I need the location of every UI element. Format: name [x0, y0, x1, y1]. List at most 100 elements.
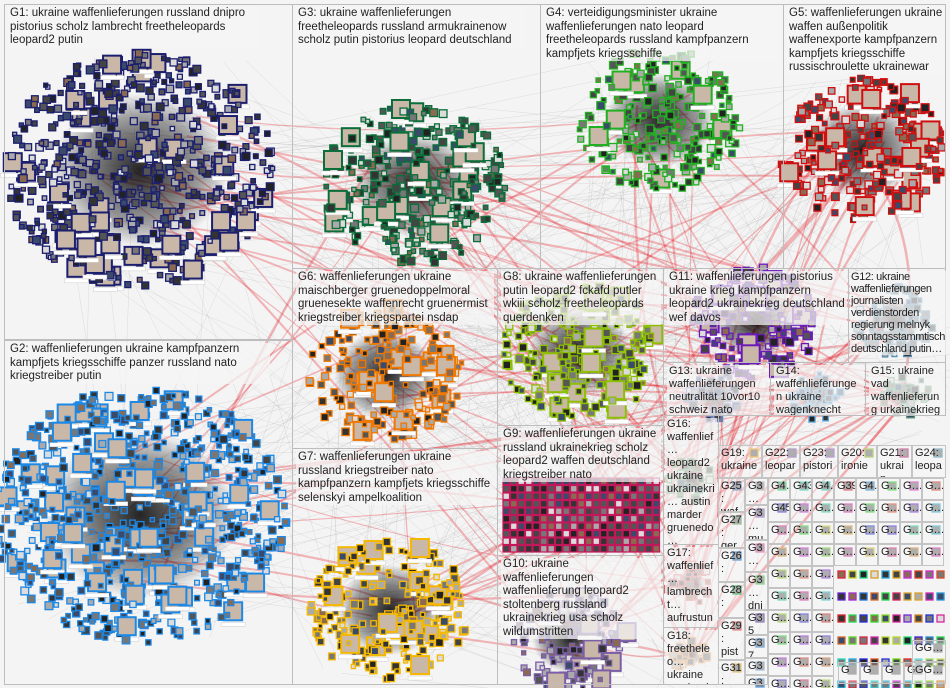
small-group-box[interactable]: G… [922, 544, 944, 566]
group-box-g7[interactable]: G7: waffenlieferungen ukraine russland k… [292, 448, 498, 685]
small-group-box[interactable]: G… [812, 676, 834, 688]
small-group-box[interactable]: G39 [834, 478, 856, 500]
group-box-g3[interactable]: G3: ukraine waffenlieferungen freetheleo… [292, 4, 541, 269]
small-group-box[interactable]: G4… [768, 478, 790, 500]
small-group-box[interactable]: G… [768, 676, 790, 688]
small-group-box[interactable]: GG… [912, 662, 946, 684]
group-box-g17[interactable]: G17: waffenlief… lambrecht… aufrustung w… [663, 544, 719, 628]
small-group-box[interactable]: G… [922, 522, 944, 544]
small-group-box[interactable]: G25: waf… ukr… [718, 478, 745, 512]
small-group-box[interactable]: G… [768, 610, 790, 632]
small-group-box[interactable]: G… [856, 500, 878, 522]
small-group-box[interactable]: G… [790, 632, 812, 654]
group-box-g4[interactable]: G4: verteidigungsminister ukraine waffen… [540, 4, 784, 269]
vertex [75, 493, 82, 500]
small-group-box[interactable]: G… [790, 544, 812, 566]
small-group-box[interactable]: G… [900, 478, 922, 500]
small-group-box[interactable]: G… [900, 522, 922, 544]
small-group-box[interactable]: G3… dni… [745, 572, 768, 610]
group-box-g9[interactable]: G9: waffenlieferungen ukraine russland u… [497, 425, 664, 556]
group-box-g16[interactable]: G16: waffenlief… leopard2 ukraine ukrain… [663, 415, 719, 545]
small-group-box[interactable]: G3… leo… [745, 658, 768, 675]
small-group-box[interactable]: G… [812, 588, 834, 610]
small-group-box[interactable]: G… [856, 544, 878, 566]
small-group-box[interactable]: G26: [718, 548, 745, 582]
small-group-box[interactable]: G… [812, 632, 834, 654]
small-group-box[interactable]: G22: leopar… [762, 445, 800, 478]
small-group-box[interactable]: G… [812, 566, 834, 588]
small-group-box[interactable]: G [838, 662, 860, 684]
small-group-box[interactable]: G… [922, 500, 944, 522]
group-box-g14[interactable]: G14: waffenlieferungen ukraine wagenknec… [770, 362, 866, 416]
small-group-box[interactable]: G… [922, 478, 944, 500]
small-group-box[interactable]: G… [878, 544, 900, 566]
small-group-box[interactable]: G3… kri… [745, 478, 768, 505]
small-group-box[interactable]: G3… mu… [745, 505, 768, 540]
small-group-box[interactable]: G… [768, 654, 790, 676]
small-group-box[interactable]: G4… [812, 478, 834, 500]
small-group-box[interactable]: G… [768, 544, 790, 566]
small-group-box[interactable]: G… [812, 544, 834, 566]
small-group-box[interactable]: G… [834, 544, 856, 566]
vertex-label [131, 496, 156, 502]
small-group-box[interactable]: G… [790, 588, 812, 610]
small-group-box[interactable]: G24: leopa… [912, 445, 946, 478]
small-group-box[interactable]: G23: pistori… [800, 445, 838, 478]
small-group-box[interactable]: G43 [790, 478, 812, 500]
small-group-box[interactable]: G… [812, 610, 834, 632]
group-box-g18[interactable]: G18: freetheleo… ukraine russland… [663, 627, 719, 685]
small-group-box[interactable]: G… [768, 566, 790, 588]
small-group-box[interactable]: G… [812, 654, 834, 676]
small-group-box[interactable]: G… [900, 544, 922, 566]
group-box-g15[interactable]: G15: ukraine vad waffenlieferung urkaine… [865, 362, 946, 416]
small-group-box[interactable]: G37… [745, 635, 768, 658]
small-group-box[interactable]: G… [768, 588, 790, 610]
small-group-box[interactable]: G… [812, 522, 834, 544]
group-box-g13[interactable]: G13: ukraine waffenlieferungen neutralit… [663, 362, 771, 416]
vertex [240, 508, 247, 515]
small-group-box[interactable]: G… [768, 632, 790, 654]
small-group-box[interactable]: G3… wa… [745, 540, 768, 572]
small-group-box[interactable]: G… [878, 500, 900, 522]
vertex [51, 165, 58, 173]
small-group-box[interactable]: G [882, 662, 904, 684]
small-group-box[interactable]: G… [790, 500, 812, 522]
small-group-box[interactable]: G31: [718, 660, 745, 685]
group-box-g8[interactable]: G8: ukraine waffenlieferungen putin leop… [497, 268, 664, 426]
vertex [210, 468, 220, 478]
group-box-g10[interactable]: G10: ukraine waffenlieferungen waffenlie… [497, 555, 664, 685]
small-group-box[interactable]: G27: ger… ukr… [718, 512, 745, 548]
small-group-box[interactable]: G… [790, 610, 812, 632]
small-group-box[interactable]: G… [768, 522, 790, 544]
small-group-box[interactable]: G [860, 662, 882, 684]
small-group-box[interactable]: G… [834, 500, 856, 522]
small-group-box[interactable]: G… [790, 676, 812, 688]
group-box-g12[interactable]: G12: ukraine waffenlieferungen journalis… [848, 268, 946, 363]
small-group-box[interactable]: G19: ukraine… [718, 445, 762, 478]
small-group-box[interactable]: G… [790, 654, 812, 676]
group-box-g6[interactable]: G6: waffenlieferungen ukraine maischberg… [292, 268, 498, 449]
small-group-box[interactable]: G… [790, 566, 812, 588]
small-group-box[interactable]: G4… [856, 478, 878, 500]
group-box-g5[interactable]: G5: waffenlieferungen ukraine waffen auß… [783, 4, 946, 269]
small-group-box[interactable]: G35… [745, 610, 768, 635]
small-group-box[interactable]: G… [790, 522, 812, 544]
group-box-g11[interactable]: G11: waffenlieferungen pistorius ukraine… [663, 268, 849, 363]
small-group-box[interactable]: G… [856, 522, 878, 544]
small-group-box[interactable]: G21: ukrain… [877, 445, 912, 478]
small-group-box[interactable]: G28: [718, 582, 745, 618]
small-group-box[interactable]: GG… [912, 640, 946, 662]
small-group-box[interactable]: G… [900, 500, 922, 522]
small-group-box[interactable]: G… [878, 522, 900, 544]
small-group-box[interactable]: G45 [768, 500, 790, 522]
small-group-box[interactable]: G20: ironie… [838, 445, 877, 478]
small-group-box[interactable]: G… [812, 500, 834, 522]
group-box-g2[interactable]: G2: waffenlieferungen ukraine kampfpanze… [4, 340, 293, 685]
group-box-g1[interactable]: G1: ukraine waffenlieferungen russland d… [4, 4, 293, 340]
small-group-box[interactable]: G… [834, 522, 856, 544]
small-group-box[interactable]: G3… [745, 675, 768, 685]
small-group-box[interactable]: G29: pist… [718, 618, 745, 660]
vertex [159, 185, 165, 191]
small-group-box[interactable]: G… [878, 478, 900, 500]
vertex [145, 639, 152, 646]
